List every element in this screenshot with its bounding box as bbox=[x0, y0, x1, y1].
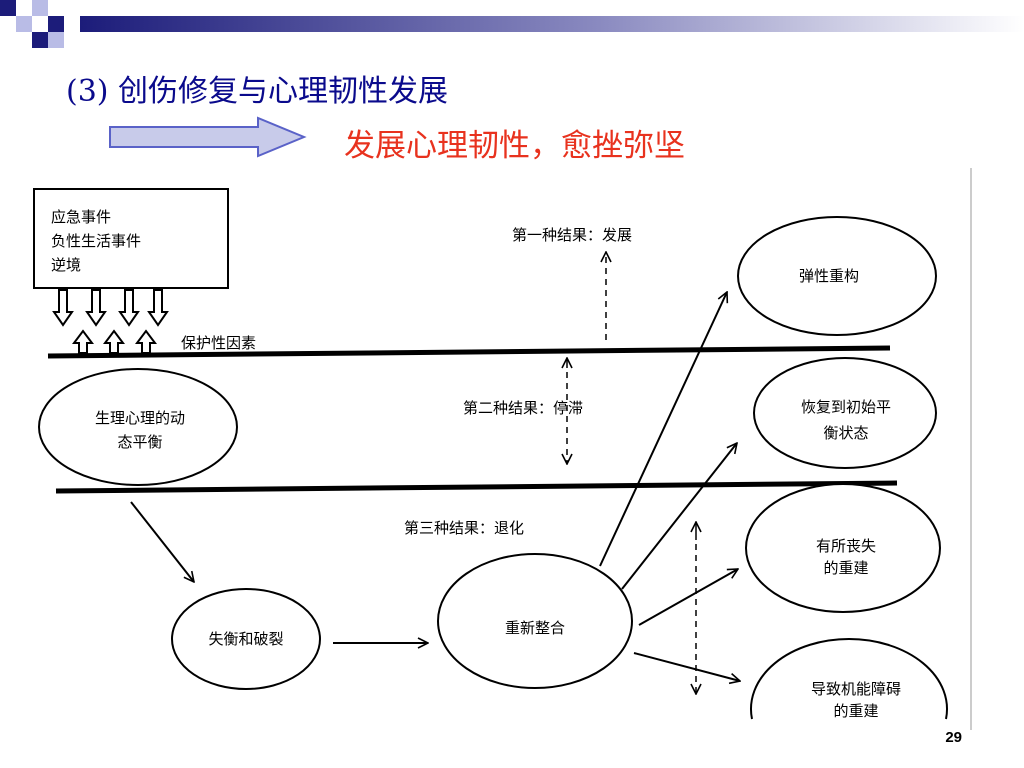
outcome-stagnation-label: 第二种结果：停滞 bbox=[463, 399, 583, 417]
resilient-reconstruction-label: 弹性重构 bbox=[799, 267, 859, 285]
stressor-item: 应急事件 bbox=[51, 208, 111, 226]
lower-boundary-line bbox=[55, 480, 898, 494]
dysfunction-reconstruction-node bbox=[750, 638, 948, 720]
reintegration-node bbox=[437, 553, 633, 689]
header-square bbox=[32, 32, 48, 48]
header-bar bbox=[80, 16, 1024, 32]
protective-factors-label: 保护性因素 bbox=[181, 334, 256, 352]
stressor-item: 负性生活事件 bbox=[51, 232, 141, 250]
header-square bbox=[48, 32, 64, 48]
down-arrow-icon bbox=[52, 289, 169, 327]
block-arrow-icon bbox=[109, 116, 307, 158]
outcome-regression-label: 第三种结果：退化 bbox=[404, 519, 524, 537]
slide-title: (3) 创伤修复与心理韧性发展 bbox=[66, 74, 449, 109]
stressor-item: 逆境 bbox=[51, 256, 81, 274]
reintegration-node-label: 重新整合 bbox=[505, 619, 565, 637]
loss-reconstruction-label: 有所丧失 bbox=[816, 537, 876, 555]
reintegration-to-recovery-arrow bbox=[621, 443, 737, 590]
loss-reconstruction-label: 的重建 bbox=[823, 559, 868, 577]
stressor-box bbox=[33, 188, 229, 289]
recovery-node-label: 恢复到初始平 bbox=[801, 398, 891, 416]
header-square bbox=[32, 0, 48, 16]
upper-boundary-line bbox=[47, 345, 891, 359]
dysfunction-reconstruction-label: 的重建 bbox=[833, 702, 878, 720]
reintegration-to-dysfunction-arrow bbox=[633, 652, 740, 681]
header-square bbox=[48, 16, 64, 32]
header-decoration bbox=[0, 0, 1024, 48]
disruption-node-label: 失衡和破裂 bbox=[208, 630, 283, 648]
reintegration-to-resilient-arrow bbox=[599, 292, 727, 567]
balance-node-label: 态平衡 bbox=[117, 433, 162, 451]
header-square bbox=[0, 0, 16, 16]
recovery-node bbox=[753, 357, 937, 469]
recovery-node-label: 衡状态 bbox=[823, 424, 868, 442]
balance-node bbox=[38, 368, 238, 486]
disruption-node bbox=[171, 588, 321, 690]
resilient-reconstruction-node bbox=[737, 216, 937, 336]
dysfunction-reconstruction-label: 导致机能障碍 bbox=[811, 680, 901, 698]
balance-node-label: 生理心理的动 bbox=[95, 409, 185, 427]
up-arrow-icon bbox=[72, 329, 157, 354]
reintegration-to-loss-arrow bbox=[638, 569, 738, 626]
balance-to-disruption-arrow bbox=[130, 501, 194, 582]
loss-reconstruction-node bbox=[745, 483, 941, 613]
header-square bbox=[16, 16, 32, 32]
slide-subtitle: 发展心理韧性，愈挫弥坚 bbox=[344, 128, 685, 164]
page-number: 29 bbox=[945, 729, 962, 746]
outcome-growth-label: 第一种结果：发展 bbox=[512, 226, 632, 244]
